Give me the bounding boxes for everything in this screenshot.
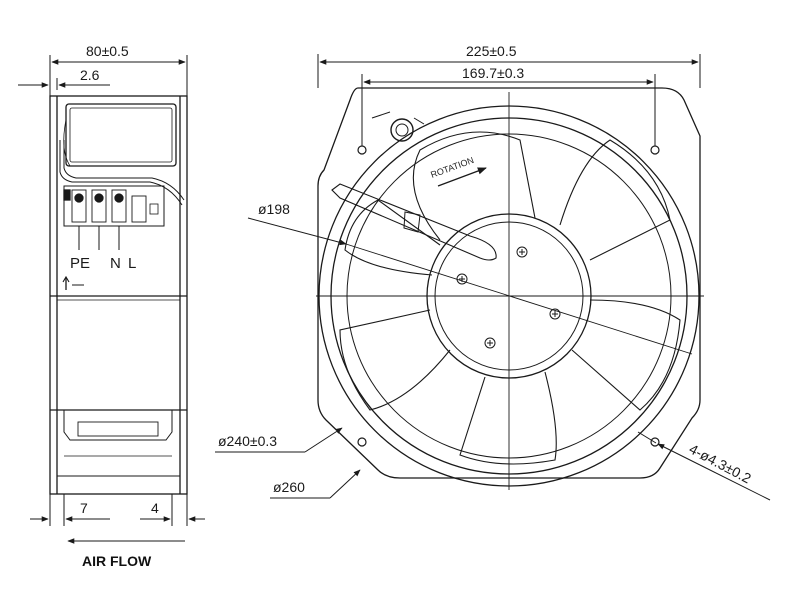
front-dimensions [215,54,771,501]
side-housing [49,95,188,495]
airflow-label: AIR FLOW [82,553,152,569]
fan-frame [317,87,701,479]
hole-spacing-label: 169.7±0.3 [462,65,524,81]
terminal-block [63,185,165,227]
front-view [316,87,704,490]
overall-width-label: 225±0.5 [466,43,517,59]
diameter-240-label: ø240±0.3 [218,433,277,449]
side-dimensions [18,55,205,544]
rotation-label: ROTATION [429,155,475,180]
side-left-offset-label: 7 [80,500,88,516]
diameter-198-label: ø198 [258,201,290,217]
motor-strut [331,183,497,261]
side-flange-label: 2.6 [80,67,100,83]
diameter-260-label: ø260 [273,479,305,495]
hub-screws [456,246,561,349]
junction-box [65,103,177,167]
side-right-offset-label: 4 [151,500,159,516]
fan-blades [339,131,681,465]
terminal-l-label: L [128,255,136,272]
terminal-n-label: N [110,255,121,272]
terminal-pe-label: PE [70,255,90,272]
side-width-label: 80±0.5 [86,43,129,59]
side-view [49,95,188,495]
rotation-arrow [437,167,487,187]
